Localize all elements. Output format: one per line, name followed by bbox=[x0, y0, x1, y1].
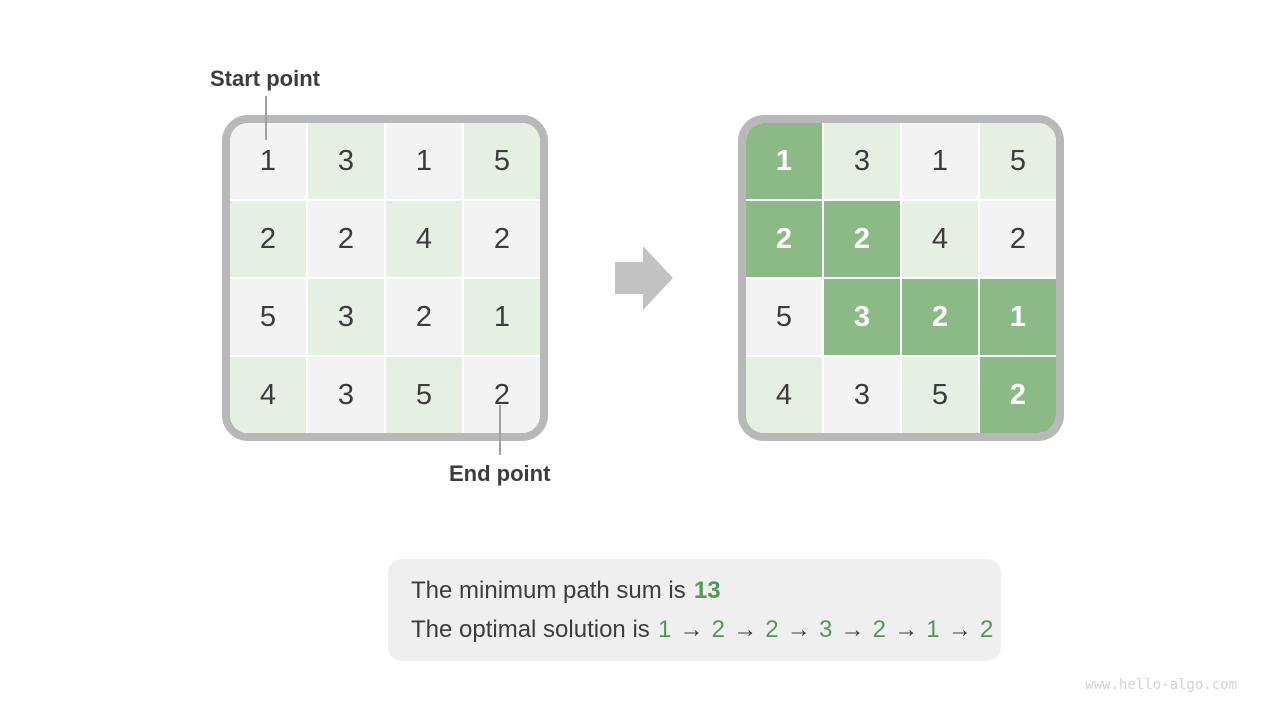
right-arrow-icon bbox=[615, 246, 673, 310]
path-arrow-icon: → bbox=[894, 616, 919, 643]
grid-cell-r1c0: 2 bbox=[230, 201, 306, 277]
grid-cell-r3c1: 3 bbox=[824, 357, 900, 433]
grid-cell-r0c3: 5 bbox=[980, 123, 1056, 199]
grid-cell-r2c2: 2 bbox=[902, 279, 978, 355]
path-arrow-icon: → bbox=[947, 616, 972, 643]
start-point-leader-line bbox=[265, 96, 267, 140]
grid-cell-r3c2: 5 bbox=[386, 357, 462, 433]
min-sum-prefix-text: The minimum path sum is bbox=[411, 577, 686, 604]
grid-cell-r2c0: 5 bbox=[746, 279, 822, 355]
path-arrow-icon: → bbox=[679, 616, 704, 643]
path-step-6: 2 bbox=[979, 616, 994, 643]
path-arrow-icon: → bbox=[733, 616, 758, 643]
watermark: www.hello-algo.com bbox=[1085, 677, 1237, 693]
grid-cell-r0c3: 5 bbox=[464, 123, 540, 199]
solution-prefix-text: The optimal solution is bbox=[411, 616, 650, 643]
grid-cell-r0c2: 1 bbox=[386, 123, 462, 199]
grid-cell-r2c2: 2 bbox=[386, 279, 462, 355]
grid-cell-r1c1: 2 bbox=[308, 201, 384, 277]
grid-cell-r2c0: 5 bbox=[230, 279, 306, 355]
end-point-label: End point bbox=[449, 461, 551, 486]
grid-cell-r1c2: 4 bbox=[902, 201, 978, 277]
grid-cell-r2c1: 3 bbox=[824, 279, 900, 355]
grid-cell-r0c0: 1 bbox=[230, 123, 306, 199]
grid-cell-r1c0: 2 bbox=[746, 201, 822, 277]
start-point-label: Start point bbox=[210, 66, 320, 91]
grid-cell-r1c3: 2 bbox=[464, 201, 540, 277]
summary-line-optimal-solution: The optimal solution is 1 → 2 → 2 → 3 → 2 → 1 → 2 bbox=[411, 610, 993, 649]
path-step-2: 2 bbox=[765, 616, 779, 643]
grid-cell-r1c2: 4 bbox=[386, 201, 462, 277]
min-sum-value: 13 bbox=[693, 577, 721, 604]
summary-box: The minimum path sum is 13 The optimal s… bbox=[388, 559, 1001, 661]
grid-cell-r3c0: 4 bbox=[230, 357, 306, 433]
grid-cell-r3c3: 2 bbox=[980, 357, 1056, 433]
summary-line-min-sum: The minimum path sum is 13 bbox=[411, 571, 978, 610]
path-arrow-icon: → bbox=[840, 616, 865, 643]
grid-cell-r3c1: 3 bbox=[308, 357, 384, 433]
grid-cell-r1c3: 2 bbox=[980, 201, 1056, 277]
grid-cell-r3c2: 5 bbox=[902, 357, 978, 433]
grid-cell-r3c3: 2 bbox=[464, 357, 540, 433]
grid-cell-r3c0: 4 bbox=[746, 357, 822, 433]
grid-cell-r2c3: 1 bbox=[464, 279, 540, 355]
grid-cell-r0c1: 3 bbox=[308, 123, 384, 199]
grid-cell-r0c2: 1 bbox=[902, 123, 978, 199]
grid-cell-r2c1: 3 bbox=[308, 279, 384, 355]
path-step-1: 2 bbox=[711, 616, 725, 643]
end-point-leader-line bbox=[499, 405, 501, 455]
path-step-3: 3 bbox=[818, 616, 833, 643]
path-step-0: 1 bbox=[657, 616, 672, 643]
grid-cell-r0c0: 1 bbox=[746, 123, 822, 199]
grid-cell-r0c1: 3 bbox=[824, 123, 900, 199]
path-step-5: 1 bbox=[926, 616, 940, 643]
path-step-4: 2 bbox=[872, 616, 886, 643]
path-arrow-icon: → bbox=[786, 616, 811, 643]
grid-cell-r2c3: 1 bbox=[980, 279, 1056, 355]
grid-cell-r1c1: 2 bbox=[824, 201, 900, 277]
